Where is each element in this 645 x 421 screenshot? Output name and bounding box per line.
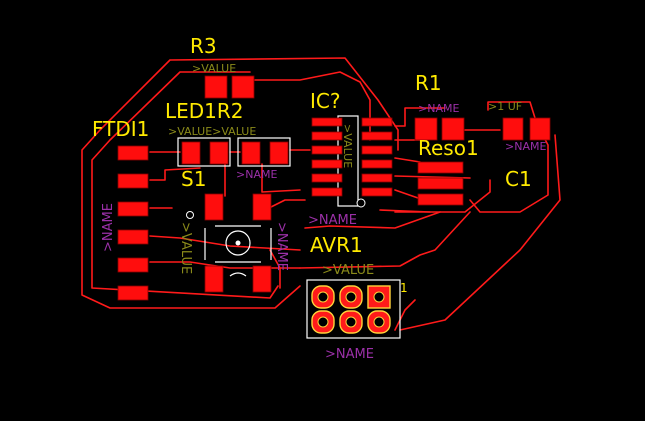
reso1-component[interactable]: Reso1 xyxy=(417,136,479,206)
r1-label: R1 xyxy=(415,71,442,95)
r2-pad-1[interactable] xyxy=(241,141,261,165)
c1-label: C1 xyxy=(505,167,532,191)
c1-pad-2[interactable] xyxy=(529,117,551,141)
avr1-component[interactable]: AVR1 >VALUE >NAME 1 xyxy=(306,233,408,362)
ic-pad-l1[interactable] xyxy=(311,117,343,127)
avr1-hole-3 xyxy=(373,291,385,303)
r2-pad-2[interactable] xyxy=(269,141,289,165)
r1-component[interactable]: R1 >NAME xyxy=(414,71,465,141)
r3-label: R3 xyxy=(190,34,217,58)
s1-value: >VALUE xyxy=(178,222,193,274)
trace-avr-bus xyxy=(299,211,471,269)
ic-pad-r4[interactable] xyxy=(361,159,393,169)
ic-name: >NAME xyxy=(308,213,357,228)
trace-led-r2 xyxy=(224,149,311,197)
s1-center-dot xyxy=(235,240,241,246)
led1-r2-components[interactable]: LED1R2 >VALUE>VALUE >NAME xyxy=(165,99,291,181)
trace-bottom-right xyxy=(379,209,431,331)
c1-name: >NAME xyxy=(505,140,546,153)
ftdi1-pad-1[interactable] xyxy=(117,145,149,161)
reso1-pad-1[interactable] xyxy=(417,161,464,174)
ic-component[interactable]: IC? >VALUE >NAME xyxy=(308,89,393,228)
s1-via xyxy=(186,211,194,219)
r3-pad-1[interactable] xyxy=(204,75,228,99)
c1-value: >1 UF xyxy=(488,100,522,113)
s1-outline xyxy=(204,225,272,263)
ic-pad-r3[interactable] xyxy=(361,145,393,155)
s1-pad-4[interactable] xyxy=(252,265,272,293)
ftdi1-pad-6[interactable] xyxy=(117,285,149,301)
avr1-value: >VALUE xyxy=(322,263,374,278)
avr1-outline xyxy=(306,279,401,339)
led1r2-label: LED1R2 xyxy=(165,99,244,123)
ic-pad-l3[interactable] xyxy=(311,145,343,155)
led1-pad-1[interactable] xyxy=(181,141,201,165)
ftdi1-label: FTDI1 xyxy=(92,117,149,141)
avr1-hole-1 xyxy=(317,291,329,303)
trace-ic-right xyxy=(394,107,471,199)
s1-name: >NAME xyxy=(274,222,289,271)
ftdi1-pad-5[interactable] xyxy=(117,257,149,273)
ic-pad-r1[interactable] xyxy=(361,117,393,127)
r3-pad-2[interactable] xyxy=(231,75,255,99)
ic-pad-r5[interactable] xyxy=(361,173,393,183)
r3-component[interactable]: R3 >VALUE xyxy=(190,34,255,99)
r2-outline xyxy=(237,137,291,167)
ic-pad-l2[interactable] xyxy=(311,131,343,141)
led1-pad-2[interactable] xyxy=(209,141,229,165)
reso1-pad-3[interactable] xyxy=(417,193,464,206)
trace-r3-ic xyxy=(254,71,371,141)
ftdi1-name: >NAME xyxy=(101,203,116,252)
ic-pad-l6[interactable] xyxy=(311,187,343,197)
ftdi1-component[interactable]: FTDI1 >NAME xyxy=(92,117,149,301)
s1-pad-1[interactable] xyxy=(204,193,224,221)
avr1-name: >NAME xyxy=(325,347,374,362)
ic-pad-r2[interactable] xyxy=(361,131,393,141)
r1-pad-2[interactable] xyxy=(441,117,465,141)
avr1-hole-4 xyxy=(317,316,329,328)
reso1-label: Reso1 xyxy=(418,136,479,160)
c1-pad-1[interactable] xyxy=(502,117,524,141)
c1-component[interactable]: >1 UF >NAME C1 xyxy=(488,100,551,191)
ftdi1-pad-3[interactable] xyxy=(117,201,149,217)
ftdi1-pad-2[interactable] xyxy=(117,173,149,189)
led1r2-value: >VALUE>VALUE xyxy=(168,125,256,138)
ftdi1-pad-4[interactable] xyxy=(117,229,149,245)
r1-name: >NAME xyxy=(418,102,459,115)
ic-label: IC? xyxy=(310,89,340,113)
avr1-hole-6 xyxy=(373,316,385,328)
ic-pad-r6[interactable] xyxy=(361,187,393,197)
trace-ftdi-bus xyxy=(149,151,301,269)
avr1-hole-5 xyxy=(345,316,357,328)
r1-pad-1[interactable] xyxy=(414,117,438,141)
avr1-pin1-label: 1 xyxy=(400,281,408,295)
reso1-pad-2[interactable] xyxy=(417,177,464,190)
s1-pad-2[interactable] xyxy=(252,193,272,221)
s1-actuator xyxy=(225,230,251,256)
s1-component[interactable]: S1 >VALUE >NAME xyxy=(178,167,289,293)
s1-pad-3[interactable] xyxy=(204,265,224,293)
trace-s1-right xyxy=(264,199,306,289)
avr1-hole-2 xyxy=(345,291,357,303)
ic-pad-l4[interactable] xyxy=(311,159,343,169)
trace-r1-c1 xyxy=(464,101,549,213)
trace-outer-left xyxy=(81,57,399,309)
avr1-label: AVR1 xyxy=(310,233,363,257)
ic-pad-l5[interactable] xyxy=(311,173,343,183)
led1r2-name: >NAME xyxy=(236,168,277,181)
r3-value: >VALUE xyxy=(192,62,236,75)
trace-inner-left xyxy=(91,71,279,299)
ic-value: >VALUE xyxy=(341,124,354,168)
traces xyxy=(81,57,561,331)
s1-label: S1 xyxy=(181,167,206,191)
s1-arc xyxy=(229,272,247,277)
led1-outline xyxy=(177,137,231,167)
ic-pin1-marker xyxy=(356,198,366,208)
